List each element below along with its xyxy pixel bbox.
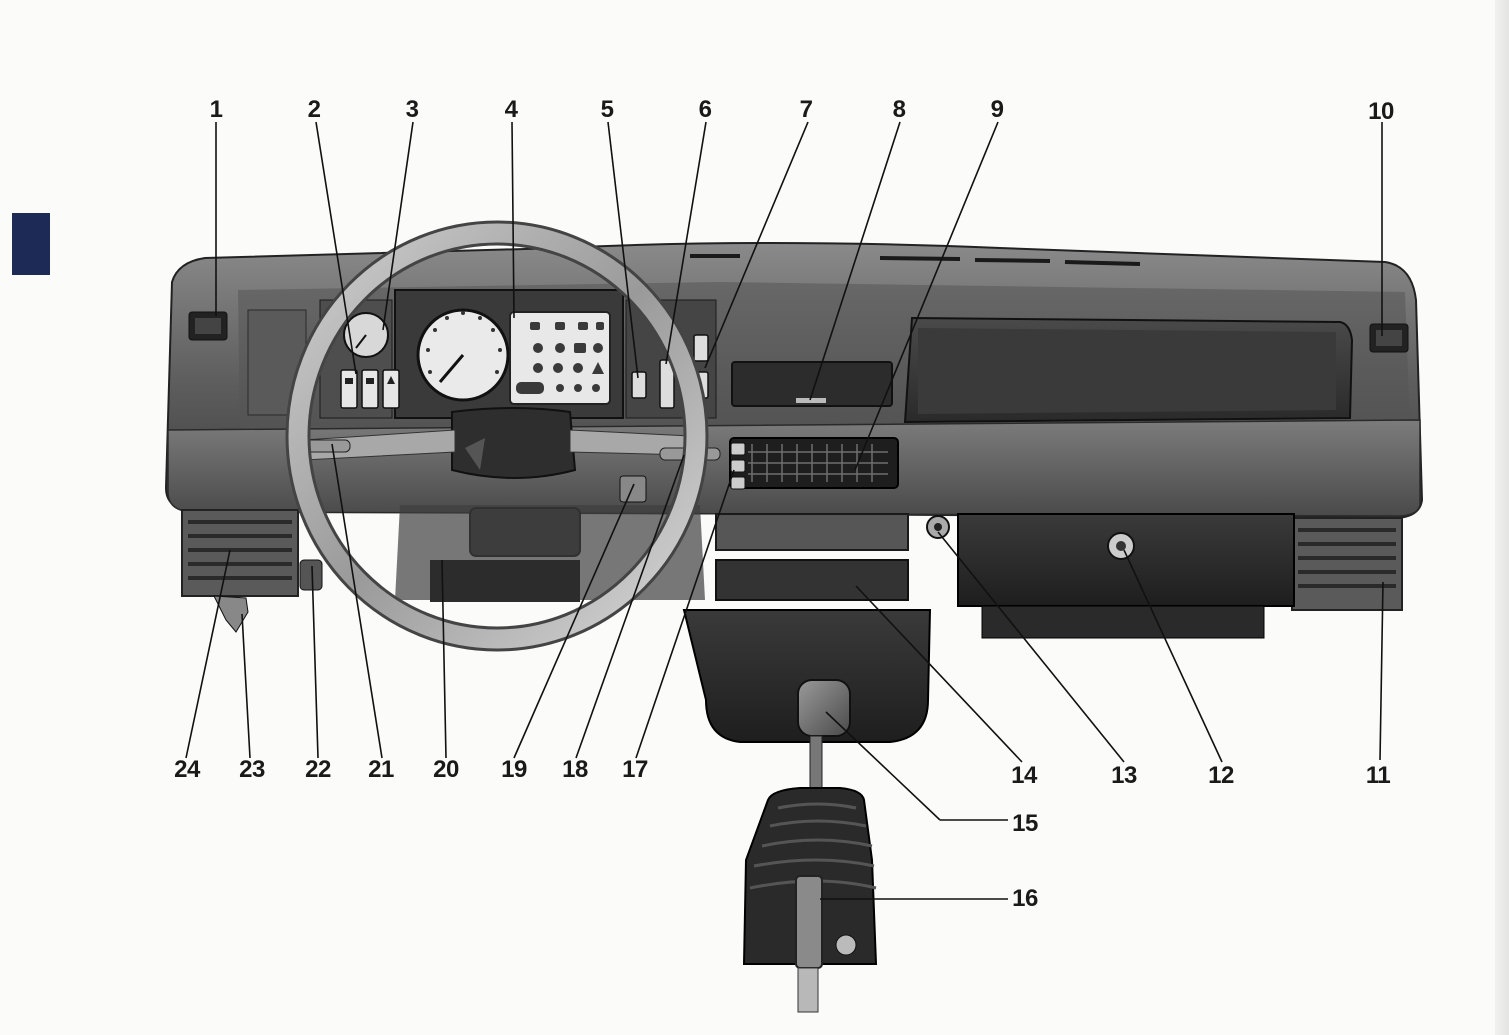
- callout-19: 19: [501, 756, 527, 783]
- callout-14: 14: [1011, 762, 1037, 789]
- callout-7: 7: [799, 96, 813, 123]
- callout-23: 23: [239, 756, 265, 783]
- callout-24: 24: [174, 756, 200, 783]
- callout-15: 15: [1012, 810, 1038, 837]
- callout-9: 9: [990, 96, 1004, 123]
- callout-20: 20: [433, 756, 459, 783]
- callout-6: 6: [698, 96, 712, 123]
- callout-4: 4: [504, 96, 518, 123]
- callout-2: 2: [307, 96, 321, 123]
- callout-13: 13: [1111, 762, 1137, 789]
- callout-10: 10: [1368, 98, 1394, 125]
- callout-17: 17: [622, 756, 648, 783]
- callout-3: 3: [405, 96, 419, 123]
- callout-1: 1: [209, 96, 223, 123]
- callout-8: 8: [892, 96, 906, 123]
- callout-18: 18: [562, 756, 588, 783]
- page-edge: [1495, 0, 1509, 1035]
- callout-11: 11: [1365, 762, 1391, 789]
- callout-21: 21: [368, 756, 394, 783]
- callout-5: 5: [600, 96, 614, 123]
- callout-16: 16: [1012, 885, 1038, 912]
- callout-12: 12: [1208, 762, 1234, 789]
- section-tab-marker: [12, 213, 50, 275]
- callout-22: 22: [305, 756, 331, 783]
